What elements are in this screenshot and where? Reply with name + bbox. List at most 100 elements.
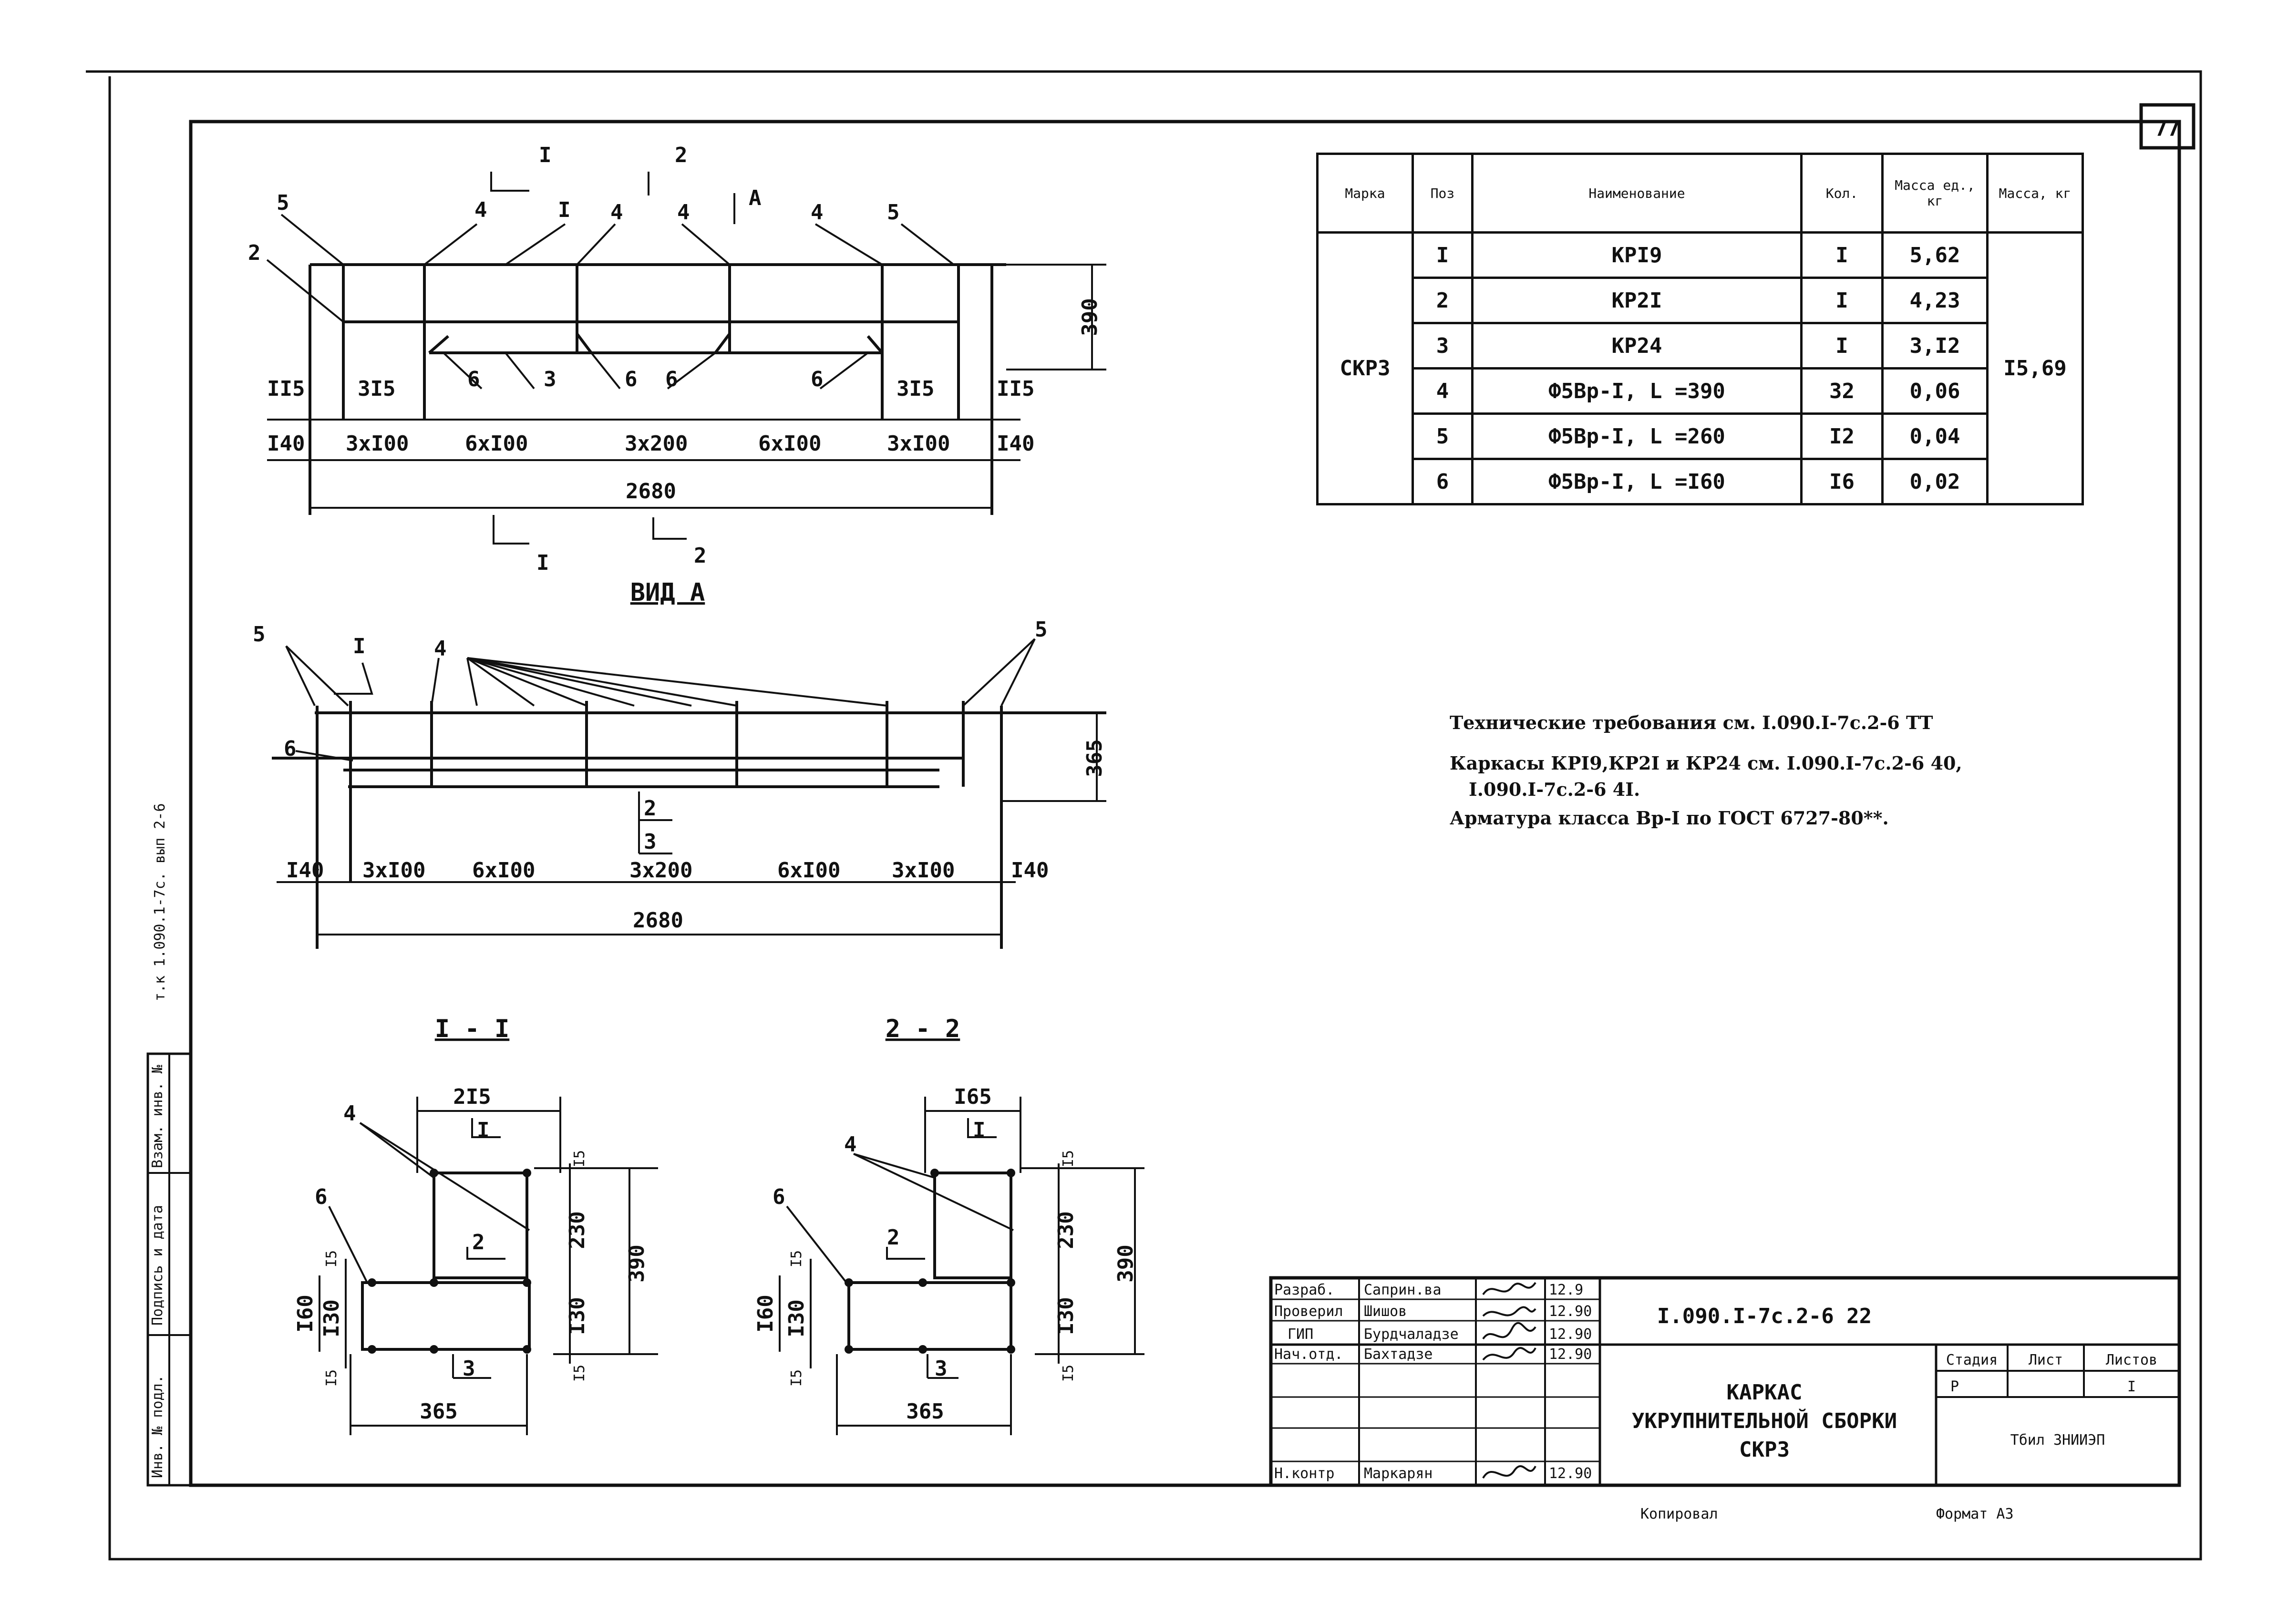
view-a-dim-4: 3x200 — [629, 858, 692, 883]
top-callout-4c: 4 — [677, 200, 690, 225]
top-dim-3: 6xI00 — [465, 432, 528, 456]
note-technical-requirements: Технические требования см. I.090.I-7с.2-… — [1450, 712, 1933, 733]
section-1-dim-l1: I5 — [323, 1250, 340, 1267]
section-2-callout-4: 4 — [844, 1132, 857, 1157]
top-callout-4d: 4 — [811, 200, 824, 225]
section-2-dim-r2: 230 — [1054, 1211, 1078, 1249]
section-2-callout-1: I — [973, 1118, 986, 1142]
spec-qty: I — [1800, 277, 1884, 324]
tb-organization: Тбил ЗНИИЭП — [2010, 1432, 2105, 1449]
section-1-callout-3: 3 — [463, 1357, 475, 1381]
top-section-mark-2: 2 — [675, 143, 688, 167]
tb-role-2: Проверил — [1274, 1303, 1343, 1320]
spec-name: Ф5Вр-I, L =390 — [1471, 367, 1803, 415]
top-dim-upper-3: 3I5 — [897, 377, 934, 401]
section-2-dim-r4: I5 — [1060, 1365, 1077, 1382]
tb-date-2: 12.90 — [1549, 1303, 1592, 1320]
tb-sheets-value: I — [2127, 1378, 2136, 1395]
top-dim-upper-4: II5 — [997, 377, 1034, 401]
table-row: СКР3 I КРI9 I 5,62 I5,69 — [1316, 231, 2084, 505]
top-dim-4: 3x200 — [625, 432, 688, 456]
section-2-dim-l2: I30 — [784, 1299, 809, 1337]
view-a-title: ВИД А — [630, 578, 705, 607]
tb-sheets-header: Листов — [2106, 1352, 2157, 1368]
tb-name-7: Маркарян — [1364, 1465, 1433, 1482]
strip-replace-label: Взам. инв. № — [149, 1065, 166, 1168]
spec-pos: 4 — [1412, 367, 1474, 415]
section-2-callout-6: 6 — [773, 1185, 785, 1209]
section-1-dim-l3: I5 — [323, 1369, 340, 1387]
table-row: 6 Ф5Вр-I, L =I60 I6 0,02 — [1318, 458, 2083, 505]
view-a-dim-7: I40 — [1011, 858, 1049, 883]
view-a-callout-5b: 5 — [1035, 617, 1048, 642]
top-section-mark-1: I — [539, 143, 552, 167]
inner-frame — [189, 120, 2181, 1487]
top-dim-6: 3xI00 — [887, 432, 950, 456]
section-1-total-right: 390 — [625, 1244, 649, 1282]
section-1-top-dim: 2I5 — [453, 1085, 491, 1109]
spec-qty: I — [1800, 322, 1884, 370]
view-a-total-dim: 2680 — [633, 908, 683, 933]
note-reinforcement-class: Арматура класса Вр-I по ГОСТ 6727-80**. — [1450, 807, 1889, 829]
strip-sign-label: Подпись и дата — [149, 1205, 166, 1326]
section-2-callout-3: 3 — [935, 1357, 948, 1381]
tb-role-1: Разраб. — [1274, 1282, 1334, 1298]
view-a-callout-4: 4 — [434, 637, 447, 661]
section-2-callout-2: 2 — [887, 1225, 900, 1250]
table-row: 2 КР2I I 4,23 — [1318, 277, 2083, 324]
top-section-mark-1b: I — [536, 551, 549, 575]
tb-role-7: Н.контр — [1274, 1465, 1334, 1482]
section-2-dim-l1: I5 — [788, 1250, 805, 1267]
section-1-callout-1: I — [477, 1118, 490, 1142]
view-a-height-dim: 365 — [1082, 739, 1107, 777]
spec-header-pos: Поз — [1412, 153, 1474, 234]
view-a-dim-2: 3xI00 — [362, 858, 425, 883]
spec-name: Ф5Вр-I, L =260 — [1471, 412, 1803, 460]
section-1-dim-r4: I5 — [571, 1365, 588, 1382]
outer-frame — [86, 70, 2202, 1561]
spec-header-unit-mass: Масса ед., кг — [1881, 153, 1989, 234]
section-1 — [361, 1172, 531, 1351]
view-a-callout-2: 2 — [644, 796, 657, 821]
spec-unit-mass: 3,I2 — [1881, 322, 1989, 370]
tb-stage-value: Р — [1950, 1378, 1959, 1395]
spec-header-row: Марка Поз Наименование Кол. Масса ед., к… — [1316, 153, 2084, 234]
footer-copied: Копировал — [1640, 1506, 1718, 1522]
tb-date-1: 12.9 — [1549, 1282, 1583, 1298]
spec-header-mass: Масса, кг — [1986, 153, 2084, 234]
spec-mark: СКР3 — [1316, 231, 1414, 505]
tb-date-7: 12.90 — [1549, 1465, 1592, 1482]
top-callout-6b: 6 — [625, 367, 638, 391]
view-a-dim-5: 6xI00 — [777, 858, 840, 883]
top-dim-5: 6xI00 — [758, 432, 821, 456]
spec-name: КР2I — [1471, 277, 1803, 324]
top-dim-upper-1: II5 — [267, 377, 305, 401]
top-dim-7: I40 — [997, 432, 1034, 456]
spec-header-name: Наименование — [1471, 153, 1803, 234]
spec-name: КР24 — [1471, 322, 1803, 370]
section-1-dim-r3: I30 — [565, 1297, 589, 1335]
section-2-dim-l3: I5 — [788, 1369, 805, 1387]
spec-header-qty: Кол. — [1800, 153, 1884, 234]
top-dim-upper-2: 3I5 — [358, 377, 395, 401]
footer-format: Формат А3 — [1936, 1506, 2014, 1522]
section-1-callout-4: 4 — [343, 1101, 356, 1126]
spec-name: КРI9 — [1471, 231, 1803, 279]
note-frames-ref: Каркасы КРI9,КР2I и КР24 см. I.090.I-7с.… — [1450, 752, 1962, 774]
view-a-callout-6: 6 — [284, 737, 297, 761]
top-callout-6c: 6 — [665, 367, 678, 391]
section-2-left-total: I60 — [753, 1295, 778, 1332]
tb-doc-code: I.090.I-7с.2-6 22 — [1657, 1304, 1872, 1328]
spec-unit-mass: 5,62 — [1881, 231, 1989, 279]
tb-name-3: Бурдчаладзе — [1364, 1326, 1459, 1343]
top-callout-6d: 6 — [811, 367, 824, 391]
title-block — [1269, 1276, 2181, 1487]
view-a-callout-3: 3 — [644, 830, 657, 854]
view-a-dim-3: 6xI00 — [472, 858, 535, 883]
strip-inv-label: Инв. № подл. — [149, 1375, 166, 1478]
top-callout-4a: 4 — [474, 198, 487, 222]
section-1-dim-l2: I30 — [319, 1299, 344, 1337]
spec-pos: 6 — [1412, 458, 1474, 505]
table-row: 5 Ф5Вр-I, L =260 I2 0,04 — [1318, 412, 2083, 460]
